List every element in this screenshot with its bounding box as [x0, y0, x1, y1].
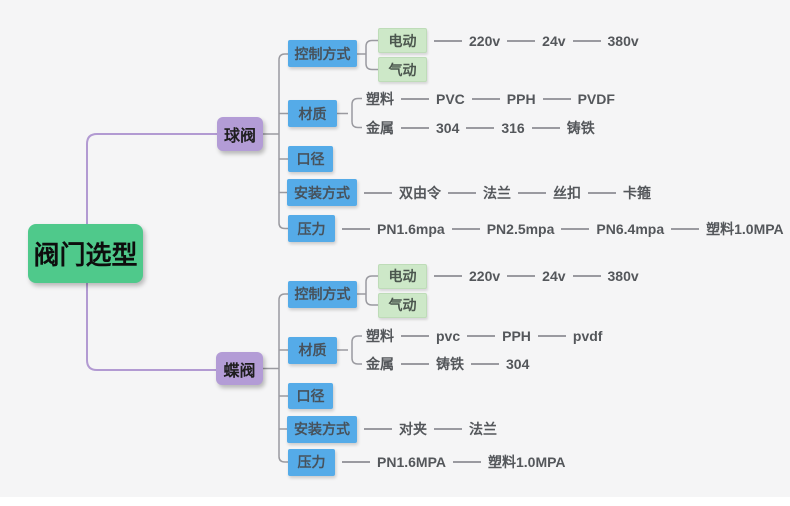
leaf-node[interactable]: PN2.5mpa [486, 220, 555, 237]
leaf-node[interactable]: 24v [542, 32, 566, 49]
leaf-node[interactable]: 380v [607, 32, 639, 49]
connector-dash [467, 335, 496, 337]
connector-dash [364, 191, 392, 194]
leaf-node[interactable]: 金属 [366, 356, 394, 372]
connector-dash [671, 227, 700, 230]
leaf-node[interactable]: 对夹 [399, 421, 427, 437]
connector-dash [452, 461, 481, 463]
leaf-node[interactable]: 塑料1.0MPA [487, 454, 566, 470]
leaf-node[interactable]: 380v [607, 268, 639, 284]
leaf-node[interactable]: 法兰 [483, 184, 511, 201]
leaf-node[interactable]: 304 [436, 119, 460, 136]
butterfly-topic-install-method[interactable]: 安装方式 [287, 415, 357, 443]
connector-dash [518, 191, 546, 194]
connector-dash [507, 275, 536, 277]
butterfly-topic-diameter[interactable]: 口径 [288, 383, 333, 409]
connector-dash [364, 428, 392, 430]
butterfly-topic-control-method[interactable]: 控制方式 [288, 280, 357, 308]
leaf-node[interactable]: 塑料 [366, 90, 394, 107]
connector-dash [507, 39, 536, 42]
ball-topic-control-method[interactable]: 控制方式 [288, 40, 357, 67]
butterfly-subtopic-electric[interactable]: 电动 [378, 263, 427, 289]
connector-dash [434, 428, 462, 430]
branch-node-butterfly-valve[interactable]: 蝶阀 [216, 352, 263, 385]
ball-electric-chain: 220v 24v 380v [427, 33, 639, 49]
connector-dash [537, 335, 566, 337]
leaf-node[interactable]: PVC [436, 90, 465, 107]
leaf-node[interactable]: 塑料1.0MPA [706, 220, 784, 237]
ball-metal-chain: 金属 304 316 铸铁 [366, 118, 595, 138]
leaf-node[interactable]: pvdf [572, 328, 603, 344]
ball-topic-pressure[interactable]: 压力 [288, 215, 335, 242]
connector-dash [471, 363, 499, 365]
leaf-node[interactable]: 24v [542, 268, 566, 284]
butterfly-subtopic-pneumatic[interactable]: 气动 [378, 292, 427, 318]
connector-dash [542, 97, 571, 100]
connector-dash [434, 39, 462, 42]
butterfly-topic-material[interactable]: 材质 [288, 336, 337, 364]
leaf-node[interactable]: pvc [436, 328, 461, 344]
leaf-node[interactable]: PN1.6MPA [377, 454, 446, 470]
leaf-node[interactable]: PPH [502, 328, 531, 344]
leaf-node[interactable]: 316 [501, 119, 525, 136]
leaf-node[interactable]: 220v [469, 268, 501, 284]
leaf-node[interactable]: 铸铁 [436, 356, 464, 372]
connector-dash [401, 126, 429, 129]
ball-topic-install-method[interactable]: 安装方式 [287, 179, 357, 206]
connector-dash [434, 275, 462, 277]
butterfly-install-chain: 对夹 法兰 [357, 419, 497, 439]
connector-dash [448, 191, 476, 194]
connector-dash [401, 363, 429, 365]
butterfly-metal-chain: 金属 铸铁 304 [366, 354, 529, 374]
root-node-valve-selection[interactable]: 阀门选型 [28, 224, 143, 283]
butterfly-topic-pressure[interactable]: 压力 [288, 448, 335, 476]
connector-dash [471, 97, 500, 100]
leaf-node[interactable]: 铸铁 [566, 119, 595, 136]
leaf-node[interactable]: 220v [469, 32, 501, 49]
butterfly-plastic-chain: 塑料 pvc PPH pvdf [366, 326, 602, 346]
ball-subtopic-pneumatic[interactable]: 气动 [378, 57, 427, 82]
connector-dash [466, 126, 495, 129]
connector-dash [561, 227, 590, 230]
leaf-node[interactable]: PPH [506, 90, 536, 107]
ball-plastic-chain: 塑料 PVC PPH PVDF [366, 89, 615, 109]
leaf-node[interactable]: 丝扣 [553, 184, 581, 201]
ball-topic-material[interactable]: 材质 [288, 100, 337, 127]
connector-dash [401, 97, 429, 100]
ball-subtopic-electric[interactable]: 电动 [378, 28, 427, 53]
connector-dash [451, 227, 480, 230]
ball-pressure-chain: PN1.6mpa PN2.5mpa PN6.4mpa 塑料1.0MPA [335, 219, 784, 239]
branch-node-ball-valve[interactable]: 球阀 [217, 117, 263, 151]
connector-dash [342, 227, 370, 230]
butterfly-branch-connectors [262, 275, 378, 463]
ball-install-chain: 双由令 法兰 丝扣 卡箍 [357, 183, 651, 203]
leaf-node[interactable]: 双由令 [399, 184, 441, 201]
leaf-node[interactable]: 法兰 [469, 421, 497, 437]
leaf-node[interactable]: 304 [506, 356, 530, 372]
leaf-node[interactable]: PN6.4mpa [596, 220, 665, 237]
leaf-node[interactable]: 卡箍 [623, 184, 651, 201]
connector-dash [588, 191, 616, 194]
leaf-node[interactable]: PVDF [577, 90, 615, 107]
connector-dash [572, 39, 601, 42]
connector-dash [342, 461, 370, 463]
leaf-node[interactable]: 塑料 [366, 328, 394, 344]
connector-dash [531, 126, 560, 129]
ball-branch-connectors [263, 39, 378, 230]
leaf-node[interactable]: 金属 [366, 119, 394, 136]
leaf-node[interactable]: PN1.6mpa [377, 220, 445, 237]
canvas-bottom-edge [0, 497, 790, 506]
ball-topic-diameter[interactable]: 口径 [288, 146, 333, 172]
connector-dash [401, 335, 429, 337]
butterfly-electric-chain: 220v 24v 380v [427, 268, 639, 284]
connector-dash [572, 275, 601, 277]
butterfly-pressure-chain: PN1.6MPA 塑料1.0MPA [335, 452, 566, 472]
